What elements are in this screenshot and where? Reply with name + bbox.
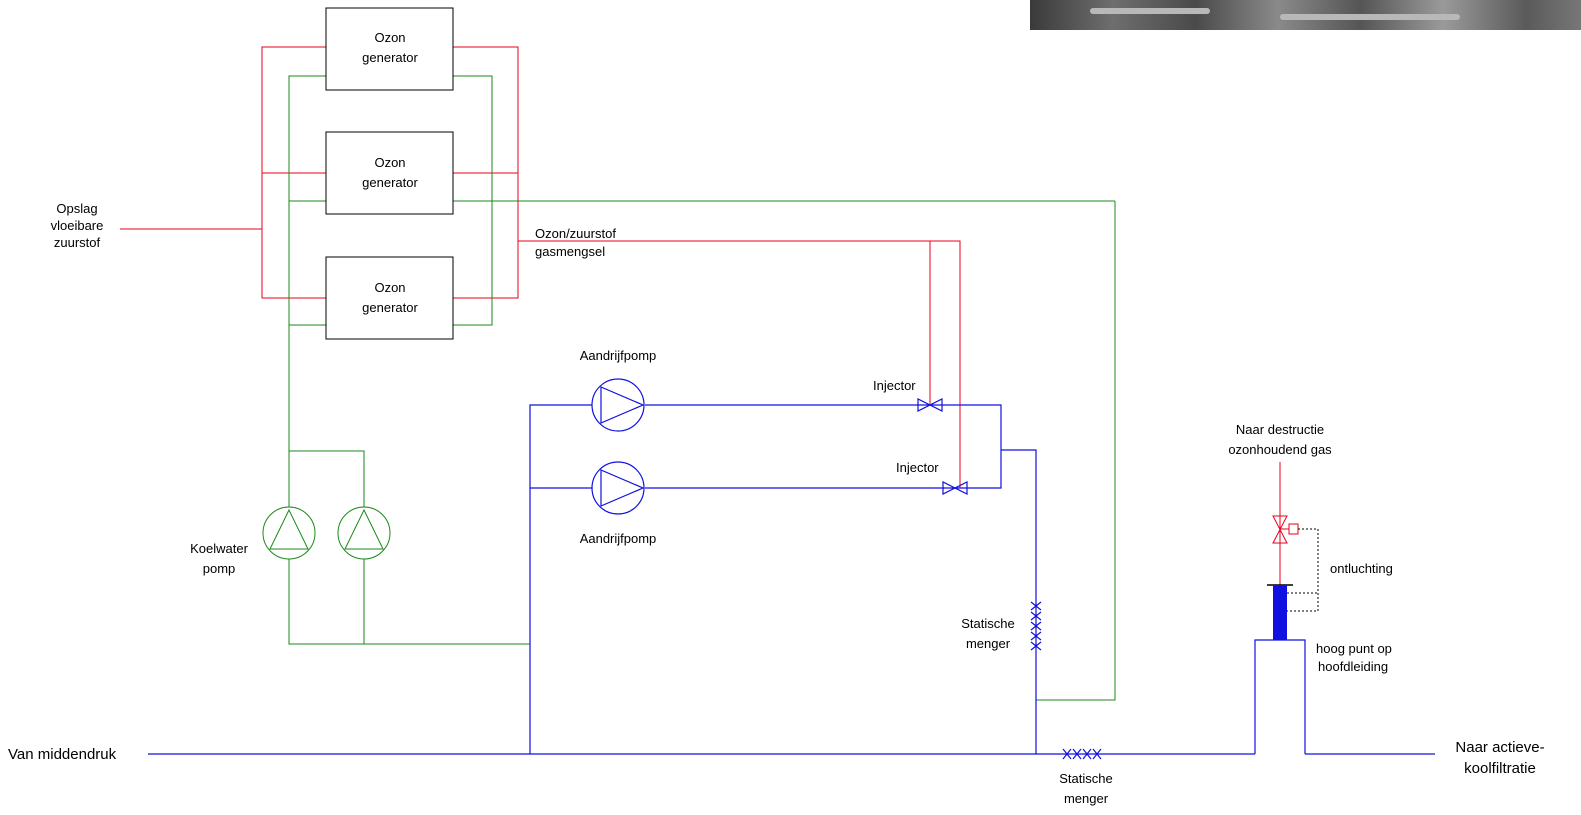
air-vessel [1267, 584, 1293, 640]
drive-pump-label: Aandrijfpomp [580, 348, 657, 363]
static-mixer-label: Statische menger [961, 616, 1014, 651]
svg-text:zuurstof: zuurstof [54, 235, 101, 250]
generator-label-line1: Ozon [374, 30, 405, 45]
oxygen-lines [120, 46, 1281, 585]
oxygen-storage-label: Opslag vloeibare zuurstof [51, 201, 104, 250]
outlet-label: Naar actieve- koolfiltratie [1455, 739, 1544, 777]
generator-label-line1: Ozon [374, 280, 405, 295]
static-mixer-icon [1062, 748, 1102, 760]
cooling-pump-icon [262, 506, 316, 560]
water-lines [148, 404, 1435, 755]
equipment-photo [1030, 0, 1581, 30]
svg-text:Statische: Statische [961, 616, 1014, 631]
ozone-generator-3: Ozon generator [325, 256, 454, 340]
static-mixer-icon [1030, 601, 1042, 651]
generator-label-line2: generator [362, 175, 418, 190]
ozone-generator-2: Ozon generator [325, 131, 454, 215]
svg-text:Ozon/zuurstof: Ozon/zuurstof [535, 226, 616, 241]
vent-control-line [1287, 528, 1319, 612]
drive-pump-label: Aandrijfpomp [580, 531, 657, 546]
ozone-generator-1: Ozon generator [325, 7, 454, 91]
generator-label-line2: generator [362, 300, 418, 315]
static-mixer-label: Statische menger [1059, 771, 1112, 806]
svg-text:koolfiltratie: koolfiltratie [1464, 760, 1536, 777]
svg-text:gasmengsel: gasmengsel [535, 244, 605, 259]
svg-text:menger: menger [966, 636, 1011, 651]
injector-label: Injector [896, 460, 939, 475]
vent-valve-icon [1272, 515, 1299, 544]
svg-text:vloeibare: vloeibare [51, 218, 104, 233]
cooling-water-lines [288, 75, 1116, 701]
generator-label-line1: Ozon [374, 155, 405, 170]
cooling-pump-icon [337, 506, 391, 560]
svg-text:hoofdleiding: hoofdleiding [1318, 659, 1388, 674]
svg-text:menger: menger [1064, 791, 1109, 806]
cooling-pump-label: Koelwater pomp [190, 541, 248, 576]
drive-pump-icon [591, 461, 645, 515]
svg-text:Naar destructie: Naar destructie [1236, 422, 1324, 437]
svg-text:Naar actieve-: Naar actieve- [1455, 739, 1544, 756]
svg-text:Statische: Statische [1059, 771, 1112, 786]
high-point-label: hoog punt op hoofdleiding [1316, 641, 1392, 674]
injector-label: Injector [873, 378, 916, 393]
gas-mixture-label: Ozon/zuurstof gasmengsel [535, 226, 616, 259]
svg-text:Opslag: Opslag [56, 201, 97, 216]
injector-icon [917, 398, 943, 412]
destruction-label: Naar destructie ozonhoudend gas [1228, 422, 1332, 457]
svg-text:ozonhoudend gas: ozonhoudend gas [1228, 442, 1332, 457]
generator-label-line2: generator [362, 50, 418, 65]
svg-text:Koelwater: Koelwater [190, 541, 248, 556]
drive-pump-icon [591, 378, 645, 432]
svg-text:pomp: pomp [203, 561, 236, 576]
injector-icon [942, 481, 968, 495]
vent-label: ontluchting [1330, 561, 1393, 576]
svg-text:hoog punt op: hoog punt op [1316, 641, 1392, 656]
inlet-label: Van middendruk [8, 746, 117, 763]
